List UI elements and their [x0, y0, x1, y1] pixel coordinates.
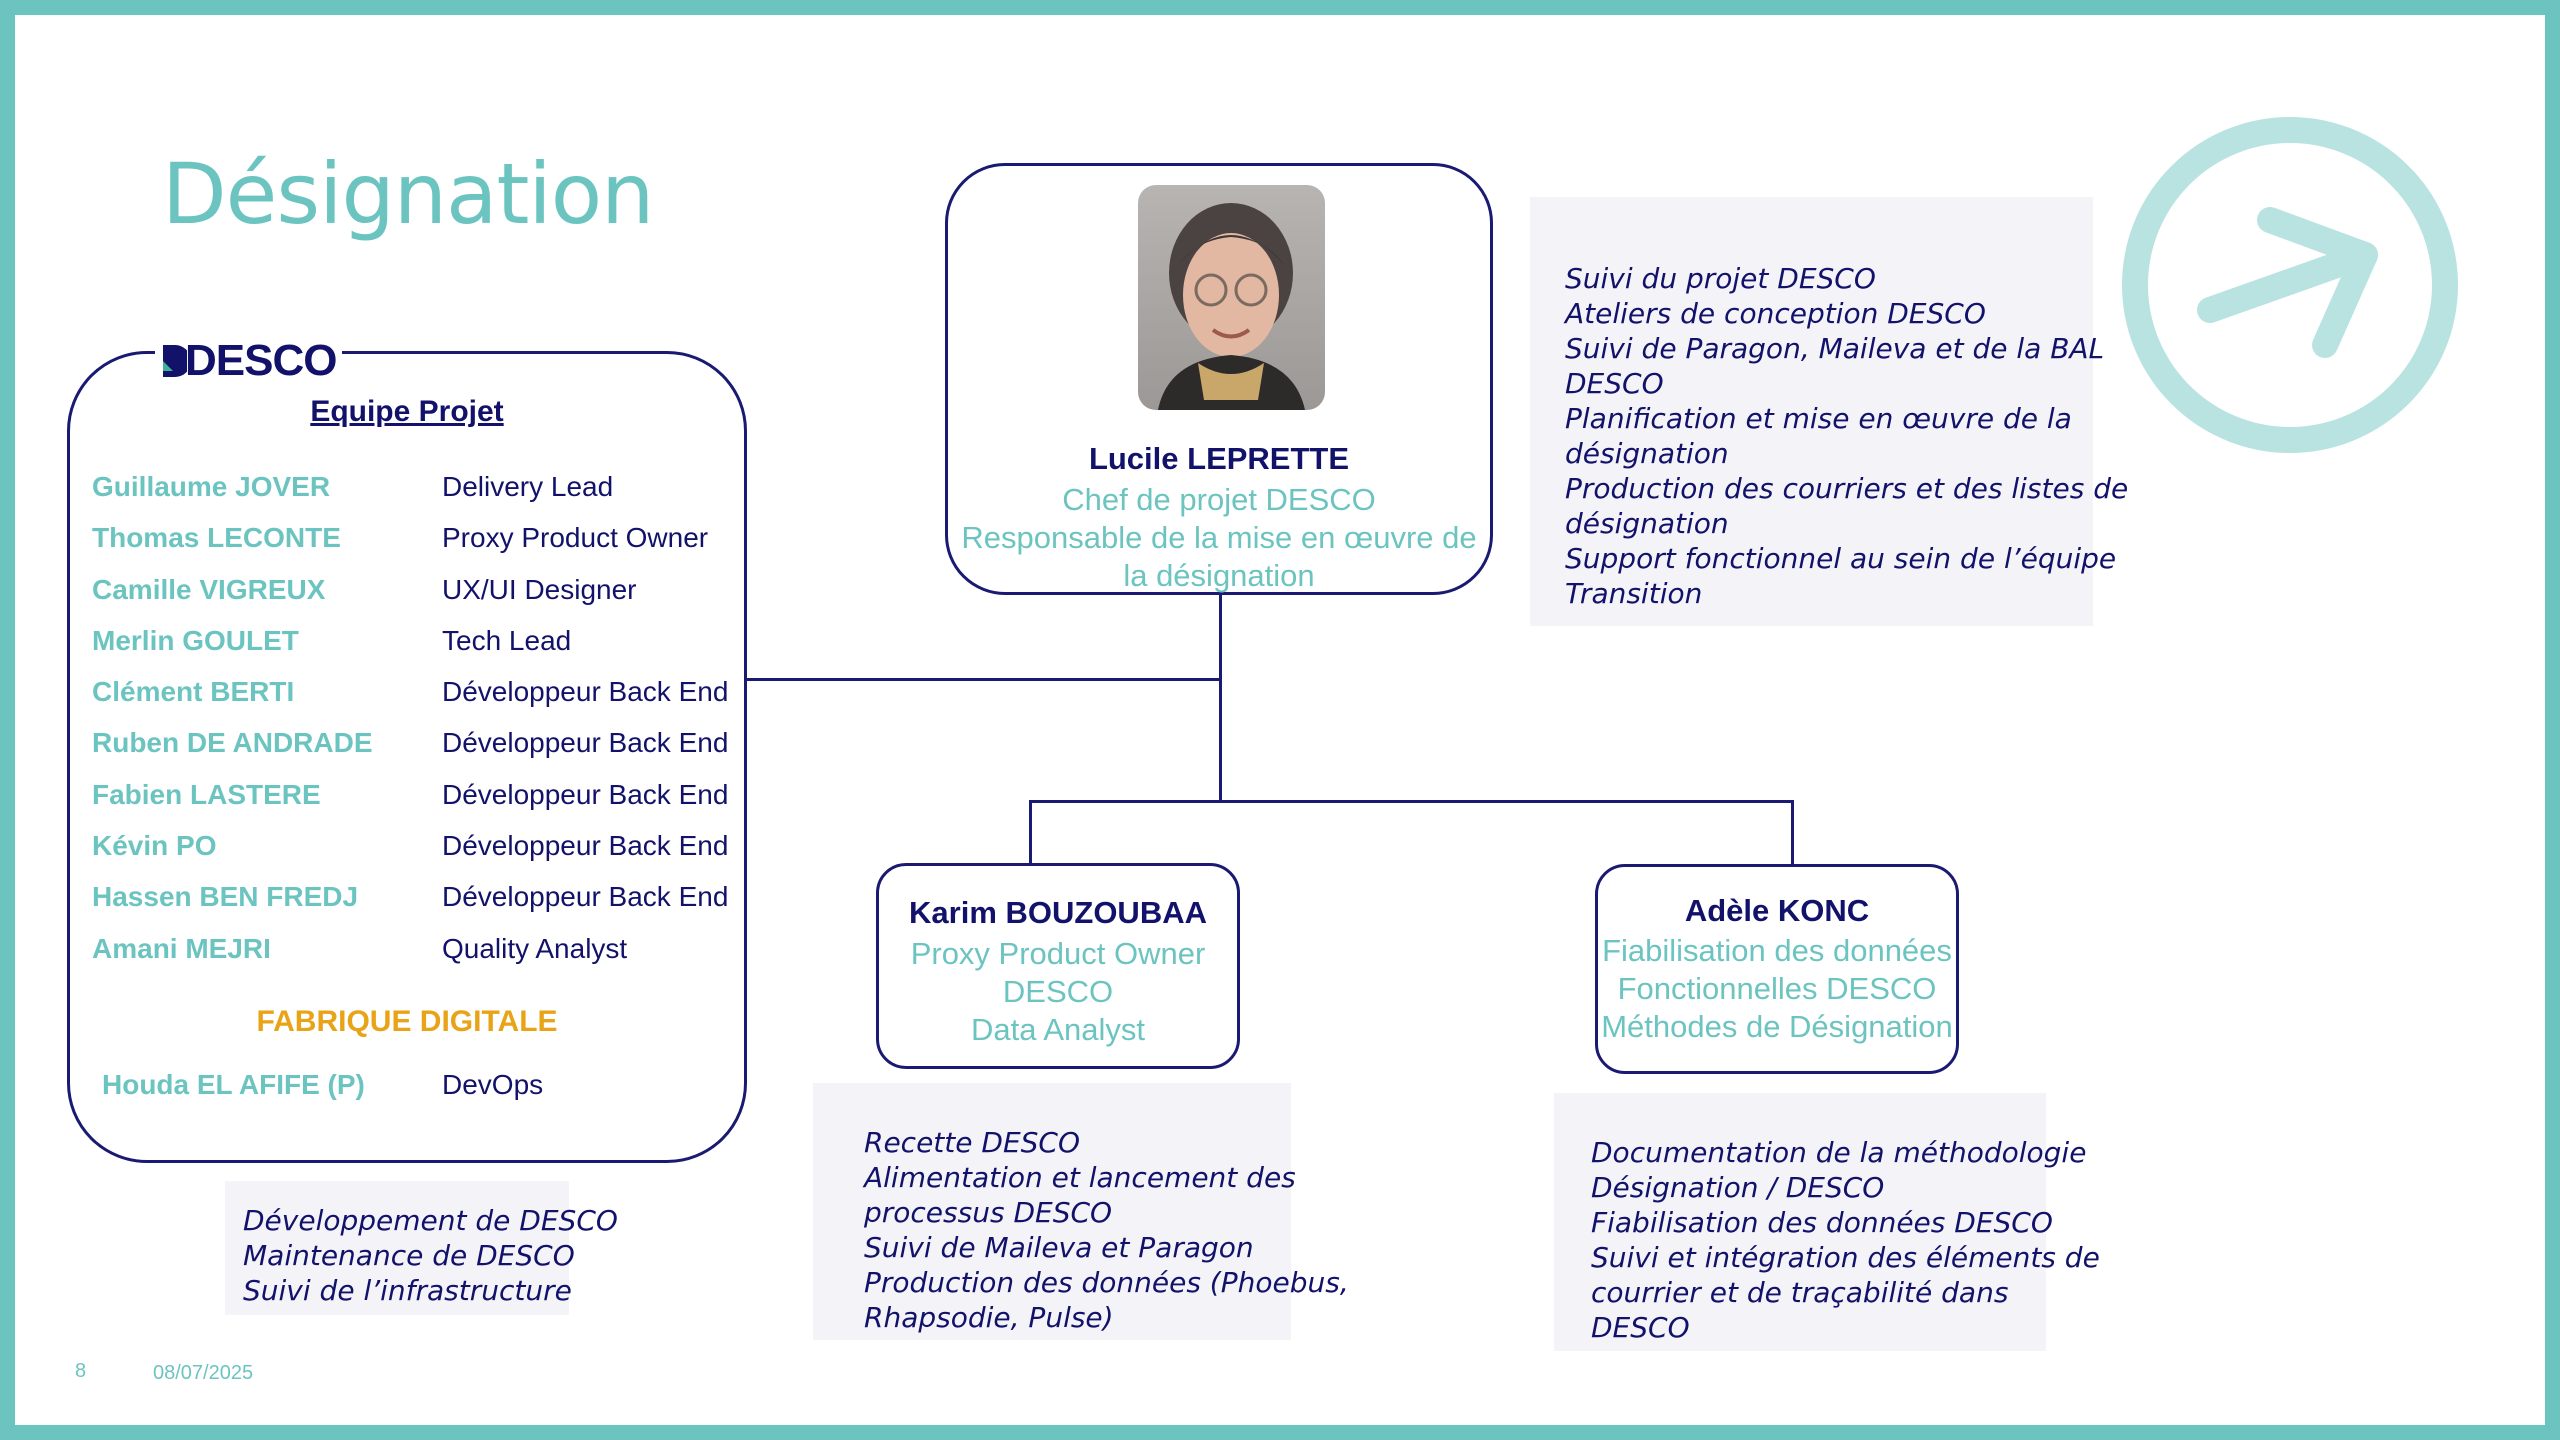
- desco-logo: DESCO: [155, 336, 343, 385]
- member-role: Développeur Back End: [442, 881, 729, 913]
- note-line: courrier et de traçabilité dans: [1591, 1276, 2009, 1309]
- note-line: processus DESCO: [864, 1196, 1113, 1229]
- connector-children-horizontal: [1029, 800, 1794, 803]
- member-name: Merlin GOULET: [92, 624, 299, 656]
- member-name: Fabien LASTERE: [92, 778, 321, 810]
- member-name: Clément BERTI: [92, 676, 295, 708]
- team-members-list: Guillaume JOVER Delivery Lead Thomas LEC…: [92, 471, 742, 984]
- lead-role-line1: Chef de projet DESCO: [1062, 482, 1376, 517]
- footer-date: 08/07/2025: [153, 1362, 254, 1384]
- member-role: Développeur Back End: [442, 676, 729, 708]
- adele-card: [1595, 864, 1959, 1074]
- desco-logo-mark-icon: [163, 345, 187, 377]
- note-line: désignation: [1565, 507, 1729, 540]
- team-member-row: Thomas LECONTE Proxy Product Owner: [92, 522, 742, 573]
- lead-name: Lucile LEPRETTE: [1088, 441, 1350, 476]
- member-role: Quality Analyst: [442, 932, 628, 964]
- note-line: Support fonctionnel au sein de l’équipe: [1565, 542, 2117, 575]
- note-line: DESCO: [1591, 1311, 1690, 1344]
- note-line: Recette DESCO: [864, 1126, 1081, 1159]
- member-role: Développeur Back End: [442, 727, 729, 759]
- note-line: Suivi de Paragon, Maileva et de la BAL: [1565, 332, 2105, 365]
- connector-lead-vertical: [1219, 593, 1222, 803]
- team-member-row: Amani MEJRI Quality Analyst: [92, 933, 742, 984]
- karim-notes: Recette DESCO Alimentation et lancement …: [813, 1083, 1349, 1340]
- karim-name: Karim BOUZOUBAA: [909, 895, 1207, 930]
- note-line: Documentation de la méthodologie: [1591, 1136, 2087, 1169]
- adele-role-line2: Fonctionnelles DESCO: [1617, 971, 1937, 1006]
- desco-logo-text: DESCO: [185, 336, 337, 385]
- member-role: Proxy Product Owner: [442, 522, 709, 554]
- connector-team-horizontal: [745, 678, 1222, 681]
- member-name: Ruben DE ANDRADE: [92, 727, 373, 759]
- note-line: Désignation / DESCO: [1591, 1171, 1885, 1204]
- team-member-row: Fabien LASTERE Développeur Back End: [92, 779, 742, 830]
- note-line: Transition: [1565, 577, 1703, 610]
- member-role: Développeur Back End: [442, 778, 729, 810]
- arrow-circle-icon: [2122, 117, 2458, 453]
- member-role: UX/UI Designer: [442, 573, 637, 605]
- member-role: Tech Lead: [442, 624, 572, 656]
- note-line: Développement de DESCO: [243, 1204, 618, 1237]
- team-member-row: Guillaume JOVER Delivery Lead: [92, 471, 742, 522]
- adele-notes: Documentation de la méthodologie Désigna…: [1554, 1093, 2100, 1351]
- note-line: Production des données (Phoebus,: [864, 1266, 1349, 1299]
- team-member-row: Merlin GOULET Tech Lead: [92, 625, 742, 676]
- note-line: Rhapsodie, Pulse): [864, 1301, 1114, 1334]
- fabrique-member-role: DevOps: [442, 1069, 544, 1100]
- lead-avatar: [1138, 185, 1325, 410]
- page-title: Désignation: [162, 145, 654, 243]
- member-role: Développeur Back End: [442, 830, 729, 862]
- note-line: Alimentation et lancement des: [864, 1161, 1296, 1194]
- team-box: [67, 351, 747, 1163]
- connector-adele-vertical: [1791, 800, 1794, 880]
- member-role: Delivery Lead: [442, 471, 614, 502]
- note-line: Ateliers de conception DESCO: [1565, 297, 1986, 330]
- page-number: 8: [75, 1360, 87, 1382]
- note-line: désignation: [1565, 437, 1729, 470]
- lead-role-line2: Responsable de la mise en œuvre de: [961, 520, 1477, 555]
- note-line: Suivi et intégration des éléments de: [1591, 1241, 2100, 1274]
- team-member-row: Kévin PO Développeur Back End: [92, 830, 742, 881]
- connector-karim-vertical: [1029, 800, 1032, 880]
- lead-role-line3: la désignation: [1123, 558, 1315, 593]
- team-notes: Développement de DESCO Maintenance de DE…: [225, 1181, 618, 1315]
- slide: Désignation DESCO Equipe Projet Guillaum…: [15, 15, 2545, 1425]
- note-line: Production des courriers et des listes d…: [1565, 472, 2129, 505]
- karim-role-line3: Data Analyst: [970, 1012, 1146, 1047]
- member-name: Guillaume JOVER: [92, 471, 331, 502]
- note-line: Suivi de l’infrastructure: [243, 1274, 572, 1307]
- adele-role-line3: Méthodes de Désignation: [1601, 1009, 1953, 1044]
- fabrique-member-name: Houda EL AFIFE (P): [102, 1069, 365, 1100]
- note-line: Fiabilisation des données DESCO: [1591, 1206, 2053, 1239]
- team-member-row: Hassen BEN FREDJ Développeur Back End: [92, 881, 742, 932]
- member-name: Hassen BEN FREDJ: [92, 881, 359, 913]
- team-member-row: Camille VIGREUX UX/UI Designer: [92, 574, 742, 625]
- note-line: Suivi de Maileva et Paragon: [864, 1231, 1254, 1264]
- adele-name: Adèle KONC: [1684, 893, 1870, 928]
- member-name: Amani MEJRI: [92, 932, 271, 964]
- lead-notes: Suivi du projet DESCO Ateliers de concep…: [1530, 197, 2129, 626]
- fabrique-heading: FABRIQUE DIGITALE: [256, 1005, 558, 1038]
- note-line: Suivi du projet DESCO: [1565, 262, 1876, 295]
- note-line: Maintenance de DESCO: [243, 1239, 575, 1272]
- team-member-row: Ruben DE ANDRADE Développeur Back End: [92, 727, 742, 778]
- karim-role-line1: Proxy Product Owner: [910, 936, 1206, 971]
- team-member-row: Clément BERTI Développeur Back End: [92, 676, 742, 727]
- member-name: Thomas LECONTE: [92, 522, 341, 554]
- member-name: Kévin PO: [92, 830, 217, 862]
- note-line: DESCO: [1565, 367, 1664, 400]
- member-name: Camille VIGREUX: [92, 573, 326, 605]
- team-heading: Equipe Projet: [310, 395, 504, 428]
- note-line: Planification et mise en œuvre de la: [1565, 402, 2072, 435]
- person-photo-icon: [1158, 203, 1305, 410]
- adele-role-line1: Fiabilisation des données: [1602, 933, 1952, 968]
- karim-role-line2: DESCO: [1002, 974, 1114, 1009]
- karim-card: [876, 863, 1240, 1069]
